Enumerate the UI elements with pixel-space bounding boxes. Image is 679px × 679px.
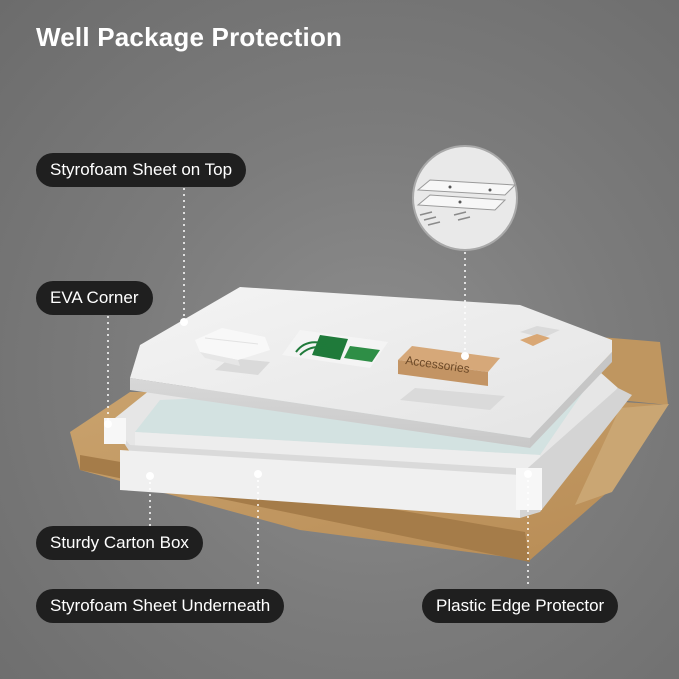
page-title: Well Package Protection <box>36 22 343 52</box>
leader-lines <box>107 188 529 588</box>
callout-dots <box>104 318 532 480</box>
label-carton-box: Sturdy Carton Box <box>36 526 203 560</box>
label-edge-protector: Plastic Edge Protector <box>422 589 619 623</box>
label-styrofoam-underneath: Styrofoam Sheet Underneath <box>36 589 285 623</box>
label-styrofoam-top: Styrofoam Sheet on Top <box>36 153 247 187</box>
instruction-manual <box>282 330 388 368</box>
accessories-box: Accessories <box>398 346 500 386</box>
cleaning-cloth <box>195 328 270 366</box>
hardware-magnifier <box>412 145 518 251</box>
top-styrofoam-sheet <box>130 287 612 448</box>
label-eva-corner: EVA Corner <box>36 281 153 315</box>
